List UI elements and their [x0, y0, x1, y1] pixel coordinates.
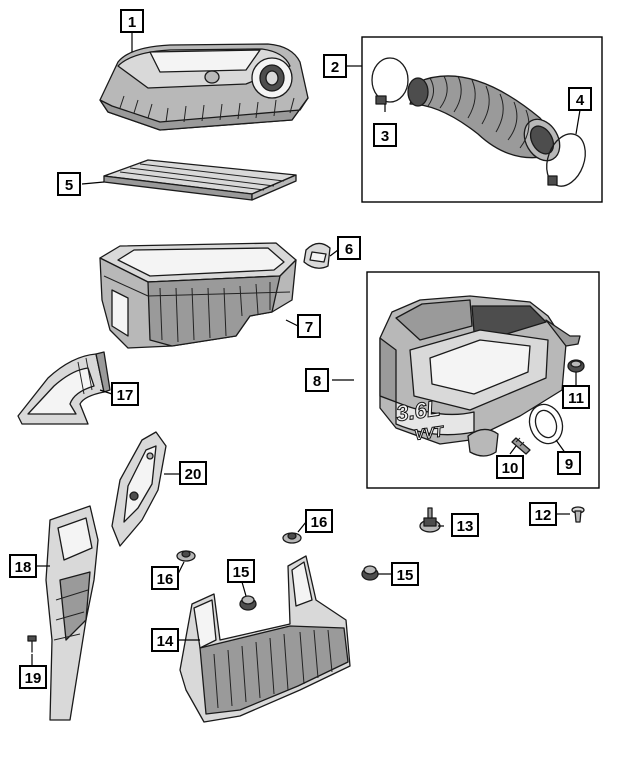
callout-12: 12	[529, 502, 557, 526]
mounting-bolt	[419, 507, 441, 533]
callout-18: 18	[9, 554, 37, 578]
callout-3: 3	[373, 123, 397, 147]
air-inlet-hose	[407, 75, 561, 162]
hose-group-box	[361, 36, 603, 203]
callout-8: 8	[305, 368, 329, 392]
svg-text:12: 12	[535, 507, 552, 524]
air-cleaner-bracket	[111, 431, 167, 547]
callout-15-right: 15	[391, 562, 419, 586]
callout-16-right: 16	[305, 509, 333, 533]
nut-a	[239, 595, 257, 611]
svg-text:4: 4	[576, 92, 585, 109]
svg-text:20: 20	[185, 466, 202, 483]
svg-text:2: 2	[331, 59, 339, 76]
svg-text:14: 14	[157, 633, 174, 650]
hose-clamp-lower	[546, 133, 586, 187]
engine-cover-seal	[528, 403, 564, 445]
air-duct	[17, 351, 111, 425]
air-cleaner-tray	[179, 555, 351, 723]
svg-text:8: 8	[313, 373, 321, 390]
callout-20: 20	[179, 461, 207, 485]
callout-19: 19	[19, 665, 47, 689]
air-cleaner-housing	[99, 242, 297, 349]
grommet-b	[282, 532, 302, 544]
engine-cover-vvt-text: VVT	[413, 423, 446, 444]
callout-16-left: 16	[151, 566, 179, 590]
air-filter-element	[103, 159, 297, 201]
filter-clip	[303, 242, 331, 269]
svg-text:16: 16	[157, 571, 174, 588]
callout-14: 14	[151, 628, 179, 652]
svg-text:7: 7	[305, 319, 313, 336]
screw-fastener	[27, 635, 37, 653]
svg-text:17: 17	[117, 387, 134, 404]
callout-15-left: 15	[227, 559, 255, 583]
hose-clamp-upper	[371, 57, 409, 105]
engine-cover-displacement-text: 3.6L	[395, 395, 442, 426]
callout-7: 7	[297, 314, 321, 338]
callout-4: 4	[568, 87, 592, 111]
nut-b	[361, 565, 379, 581]
svg-text:18: 18	[15, 559, 32, 576]
svg-text:19: 19	[25, 670, 42, 687]
svg-text:15: 15	[397, 567, 414, 584]
svg-text:11: 11	[568, 390, 584, 407]
svg-text:1: 1	[128, 14, 136, 31]
grommet-small	[567, 359, 585, 373]
callout-1: 1	[120, 9, 144, 33]
stud-bolt	[511, 437, 531, 455]
svg-text:9: 9	[565, 456, 573, 473]
callout-5: 5	[57, 172, 81, 196]
push-pin	[571, 506, 585, 523]
side-air-duct	[45, 505, 99, 721]
engine-cover: 3.6L VVT	[379, 295, 581, 457]
air-cleaner-cover	[99, 43, 309, 131]
callout-10: 10	[496, 455, 524, 479]
callout-2: 2	[323, 54, 347, 78]
svg-text:6: 6	[345, 241, 353, 258]
svg-text:15: 15	[233, 564, 250, 581]
grommet-a	[176, 550, 196, 562]
callout-17: 17	[111, 382, 139, 406]
svg-text:3: 3	[381, 128, 389, 145]
svg-text:13: 13	[457, 518, 474, 535]
engine-cover-group-box	[366, 271, 600, 489]
svg-text:5: 5	[65, 177, 73, 194]
leader-lines	[31, 32, 581, 666]
svg-text:16: 16	[311, 514, 328, 531]
callout-6: 6	[337, 236, 361, 260]
callout-13: 13	[451, 513, 479, 537]
callout-9: 9	[557, 451, 581, 475]
svg-text:10: 10	[502, 460, 519, 477]
callout-11: 11	[562, 385, 590, 409]
